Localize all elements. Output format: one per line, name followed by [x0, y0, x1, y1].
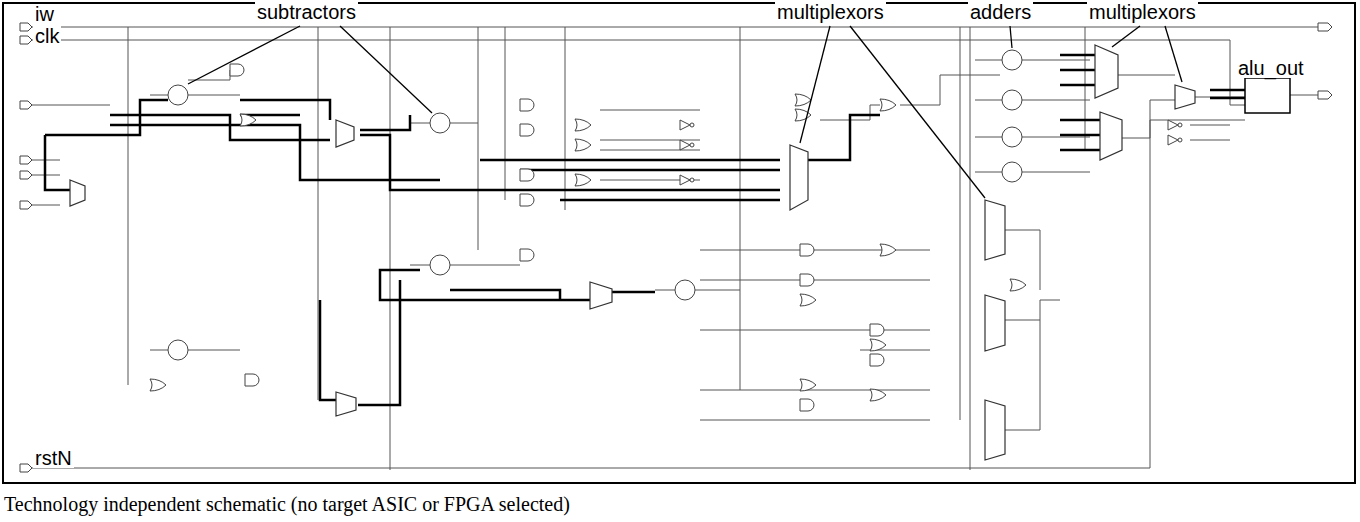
- subtractor-symbols: [168, 85, 695, 360]
- callout-label: adders: [968, 2, 1033, 22]
- port-name: rstN: [33, 448, 74, 468]
- port-symbols: [20, 23, 1332, 472]
- port-name: alu_out: [1236, 58, 1306, 78]
- adder-symbols: [1002, 50, 1022, 182]
- callout-label: multiplexors: [1087, 2, 1198, 22]
- register-symbol: [1245, 78, 1290, 113]
- leader-lines: [188, 26, 1182, 198]
- port-name: clk: [33, 26, 61, 46]
- bus-wires: [45, 55, 1245, 405]
- frame: [3, 3, 1355, 483]
- multiplexor-symbols: [70, 45, 1195, 460]
- callout-label: subtractors: [255, 2, 358, 22]
- port-name: iw: [33, 4, 56, 24]
- wires: [30, 27, 1318, 470]
- logic-gates: [150, 64, 1182, 411]
- caption: Technology independent schematic (no tar…: [4, 494, 570, 514]
- callout-label: multiplexors: [775, 2, 886, 22]
